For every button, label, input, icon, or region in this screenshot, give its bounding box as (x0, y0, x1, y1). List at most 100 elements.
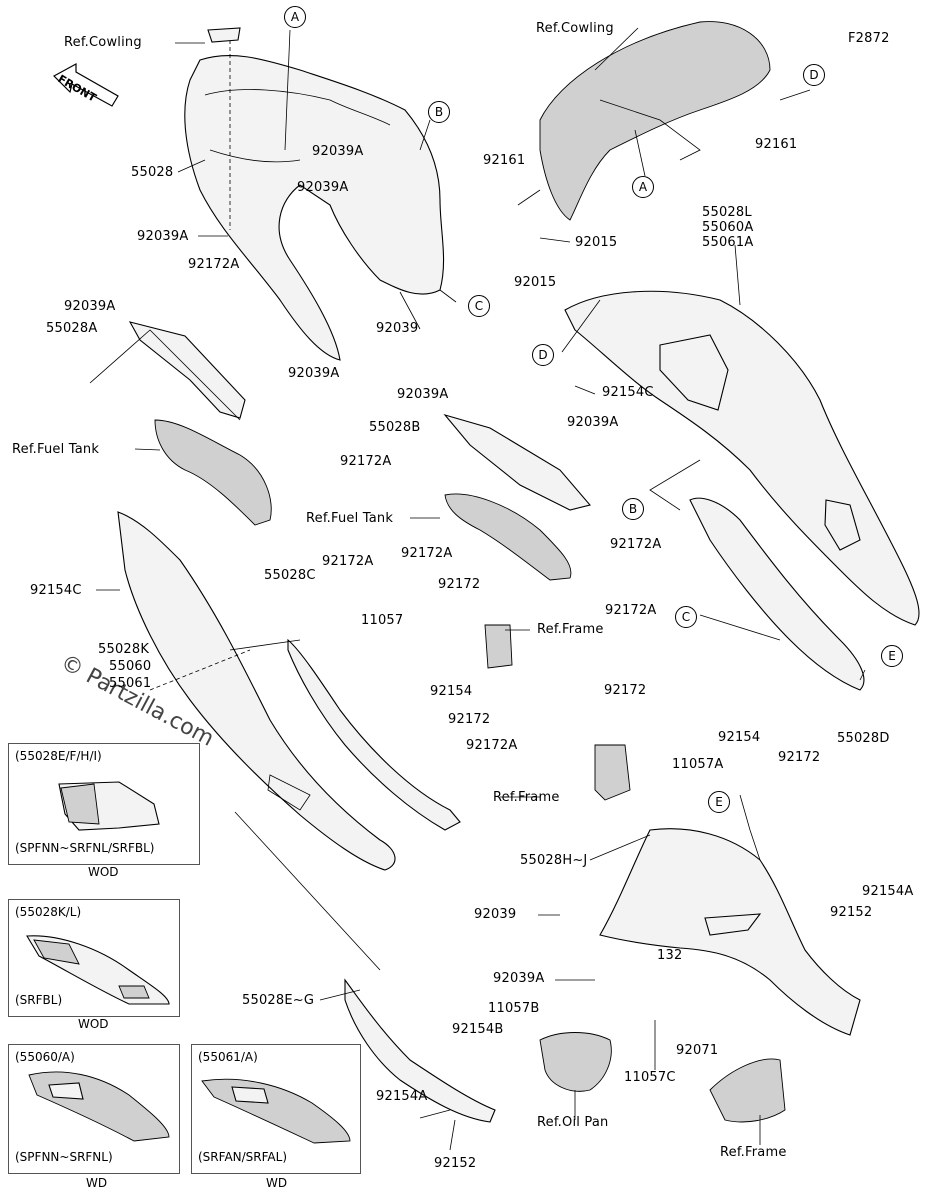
inset-title: (55060/A) (15, 1050, 75, 1064)
label-92152-2: 92152 (434, 1156, 477, 1171)
label-92161-right: 92161 (755, 137, 798, 152)
label-92172A-5: 92172A (466, 738, 518, 753)
inset-55060-A: (55060/A) (SPFNN~SRFNL) (8, 1044, 180, 1174)
label-92172A-1: 92172A (188, 257, 240, 272)
label-92172-1: 92172 (438, 577, 481, 592)
label-92039-2: 92039 (474, 907, 517, 922)
inset-title: (55061/A) (198, 1050, 258, 1064)
inset-footer-4: WD (266, 1176, 288, 1190)
label-55028EG: 55028E~G (242, 993, 315, 1008)
inset-55028K-L: (55028K/L) (SRFBL) (8, 899, 180, 1017)
label-92172-2: 92172 (448, 712, 491, 727)
label-55060A: 55060A (702, 220, 754, 235)
inset-title: (55028K/L) (15, 905, 82, 919)
callout-b-left: B (428, 101, 450, 123)
label-92154-1: 92154 (430, 684, 473, 699)
label-92152-1: 92152 (830, 905, 873, 920)
label-55060: 55060 (109, 659, 152, 674)
label-ref-frame-1: Ref.Frame (537, 622, 604, 637)
front-arrow-icon (52, 62, 122, 116)
part-55028C (287, 638, 461, 831)
callout-c-left: C (468, 295, 490, 317)
label-55028L: 55028L (702, 205, 752, 220)
label-ref-fuel-tank-mid: Ref.Fuel Tank (306, 511, 394, 526)
label-92039A-5: 92039A (288, 366, 340, 381)
part-55028EG (344, 978, 496, 1123)
label-55028A: 55028A (46, 321, 98, 336)
inset-caption: (SPFNN~SRFNL/SRFBL) (15, 841, 155, 855)
label-55061A: 55061A (702, 235, 754, 250)
inset-part-drawing (201, 1078, 351, 1144)
callout-a-right: A (632, 176, 654, 198)
inset-footer-3: WD (86, 1176, 108, 1190)
label-92154A-2: 92154A (376, 1089, 428, 1104)
label-92071: 92071 (676, 1043, 719, 1058)
part-55028L (564, 290, 920, 626)
label-92039A-2: 92039A (297, 180, 349, 195)
label-92039A-4: 92039A (64, 299, 116, 314)
label-ref-frame-3: Ref.Frame (720, 1145, 787, 1160)
label-11057A: 11057A (672, 757, 724, 772)
label-11057: 11057 (361, 613, 404, 628)
label-92154C-right: 92154C (602, 385, 654, 400)
label-92039A-1: 92039A (312, 144, 364, 159)
part-55028A (128, 321, 246, 419)
label-55028K: 55028K (98, 642, 150, 657)
label-92161-left: 92161 (483, 153, 526, 168)
callout-d-mid: D (532, 344, 554, 366)
inset-footer-1: WOD (88, 865, 119, 879)
ref-cowling-right-shape (539, 21, 771, 221)
label-92172A-2: 92172A (340, 454, 392, 469)
inset-caption: (SRFAN/SRFAL) (198, 1150, 287, 1164)
label-92154B: 92154B (452, 1022, 504, 1037)
part-55028-upper-cowl (184, 55, 445, 361)
label-92039: 92039 (376, 321, 419, 336)
label-92039A-7: 92039A (567, 415, 619, 430)
label-92172-4: 92172 (778, 750, 821, 765)
inset-part-drawing (28, 1071, 170, 1142)
label-132: 132 (657, 948, 683, 963)
label-92015-2: 92015 (514, 275, 557, 290)
callout-c-mid: C (675, 606, 697, 628)
inset-title: (55028E/F/H/I) (15, 749, 102, 763)
label-11057B: 11057B (488, 1001, 540, 1016)
label-55028D: 55028D (837, 731, 890, 746)
label-55028HJ: 55028H~J (520, 853, 588, 868)
label-92015-1: 92015 (575, 235, 618, 250)
part-55028K (117, 511, 396, 871)
inset-caption: (SRFBL) (15, 993, 63, 1007)
callout-b-mid: B (622, 498, 644, 520)
label-92154C-left: 92154C (30, 583, 82, 598)
callout-e-right: E (881, 645, 903, 667)
label-92172A-4: 92172A (401, 546, 453, 561)
label-92154-2: 92154 (718, 730, 761, 745)
label-ref-cowling-right: Ref.Cowling (536, 21, 614, 36)
label-55028: 55028 (131, 165, 174, 180)
label-92039A-6: 92039A (397, 387, 449, 402)
label-92154A-1: 92154A (862, 884, 914, 899)
inset-part-drawing (58, 781, 160, 831)
label-92172A-7: 92172A (605, 603, 657, 618)
inset-55028E-F-H-I: (55028E/F/H/I) (SPFNN~SRFNL/SRFBL) (8, 743, 200, 865)
label-11057C: 11057C (624, 1070, 676, 1085)
label-55028C: 55028C (264, 568, 316, 583)
label-ref-cowling-left: Ref.Cowling (64, 35, 142, 50)
diagram-code: F2872 (848, 31, 890, 46)
callout-e-lower: E (708, 791, 730, 813)
callout-a-top: A (284, 6, 306, 28)
inset-caption: (SPFNN~SRFNL) (15, 1150, 113, 1164)
label-92172A-3: 92172A (322, 554, 374, 569)
label-ref-fuel-tank-left: Ref.Fuel Tank (12, 442, 100, 457)
label-92172-3: 92172 (604, 683, 647, 698)
label-55061: 55061 (109, 676, 152, 691)
label-ref-oil-pan: Ref.Oil Pan (537, 1115, 609, 1130)
inset-part-drawing (26, 935, 170, 1005)
label-92039A-8: 92039A (493, 971, 545, 986)
part-55028B (443, 413, 591, 511)
label-92039A-3: 92039A (137, 229, 189, 244)
inset-footer-2: WOD (78, 1017, 109, 1031)
inset-55061-A: (55061/A) (SRFAN/SRFAL) (191, 1044, 361, 1174)
label-92172A-6: 92172A (610, 537, 662, 552)
